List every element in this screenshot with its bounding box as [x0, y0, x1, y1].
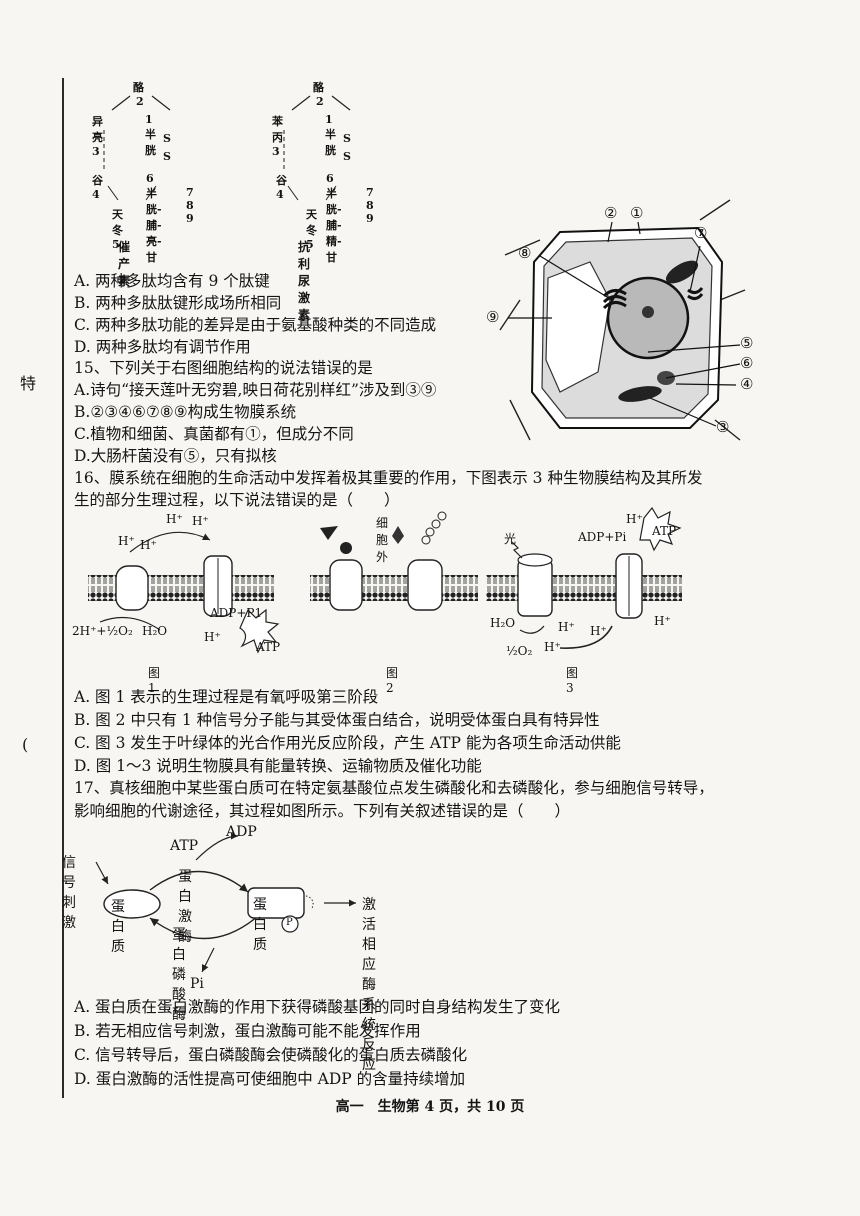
q14-option-b: B. 两种多肽肽键形成场所相同 [74, 294, 282, 312]
q16-stem-line2: 生的部分生理过程，以下说法错误的是（ ） [74, 491, 400, 509]
fig3-h-1: H⁺ [626, 512, 643, 526]
fig1-atp: ATP [256, 640, 281, 654]
fig1-reaction: 2H⁺+½O₂ [72, 624, 133, 638]
fig1-h-4: H⁺ [140, 538, 157, 552]
fig3-light: 光 [504, 532, 517, 546]
vaso-chain: 6半胱-脯-精-甘 [326, 172, 342, 264]
diagram-kinase: 蛋白激酶 [178, 869, 192, 945]
diagram-adp: ADP [226, 824, 257, 840]
q15-option-c: C.植物和细菌、真菌都有①，但成分不同 [74, 425, 354, 443]
margin-char-mid: ( [22, 735, 29, 754]
fig3-o2: ½O₂ [506, 644, 533, 658]
oxy-cys1: 1半胱 [145, 113, 156, 157]
vaso-glu4: 谷4 [276, 174, 287, 201]
phosphorylation-arrows [95, 832, 356, 973]
diagram-atp: ATP [170, 838, 199, 854]
fig1-h-2: H⁺ [192, 514, 209, 528]
cell-label-4: ④ [740, 375, 754, 393]
cell-label-5: ⑤ [740, 334, 754, 352]
margin-rule [62, 78, 64, 1098]
diagram-phosphatase: 蛋白磷酸酶 [172, 927, 186, 1023]
fig2-outside: 细胞外 [376, 516, 389, 564]
q15-option-d: D.大肠杆菌没有⑤，只有拟核 [74, 447, 277, 465]
fig1-adp: ADP+P1 [210, 606, 263, 620]
q14-option-d: D. 两种多肽均有调节作用 [74, 338, 251, 356]
q14-option-a: A. 两种多肽均含有 9 个肽键 [74, 272, 270, 290]
q16-option-a: A. 图 1 表示的生理过程是有氧呼吸第三阶段 [74, 688, 379, 706]
q15-option-a: A.诗句“接天莲叶无穷碧,映日荷花别样红”涉及到③⑨ [74, 381, 437, 399]
cell-label-9: ⑨ [486, 308, 500, 326]
vaso-cys1: 1半胱 [325, 113, 336, 157]
fig1-h2o: H₂O [142, 624, 168, 638]
vaso-s2: S [343, 150, 351, 163]
fig3-atp: ATP [652, 524, 677, 538]
vaso-pos2: 2 [316, 95, 324, 108]
fig3-h-5: H⁺ [544, 640, 561, 654]
q17-option-a: A. 蛋白质在蛋白激酶的作用下获得磷酸基团的同时自身结构发生了变化 [74, 998, 561, 1016]
vaso-nums: 7 8 9 [366, 186, 374, 225]
q15-stem: 15、下列关于右图细胞结构的说法错误的是 [74, 359, 373, 377]
cell-label-1: ① [630, 204, 644, 222]
oxytocin-bonds [103, 95, 171, 201]
margin-char-top: 特 [20, 374, 37, 393]
fig3-h-3: H⁺ [590, 624, 607, 638]
oxy-asp5: 天冬5 [112, 208, 123, 251]
diagram-result: 激活相应酶系统反应 [362, 897, 376, 1073]
cell-label-8: ⑧ [518, 244, 532, 262]
vaso-asp5: 天冬5 [306, 208, 317, 251]
vaso-phe3: 苯丙3 [272, 115, 283, 158]
diagram-pi: Pi [190, 976, 204, 992]
page-footer: 高一 生物第 4 页，共 10 页 [335, 1099, 525, 1115]
oxy-nums: 7 8 9 [186, 186, 194, 225]
q15-option-b: B.②③④⑥⑦⑧⑨构成生物膜系统 [74, 403, 297, 421]
oxy-pos2: 2 [136, 95, 144, 108]
diagram-protein-right: 蛋白质 [253, 897, 267, 953]
fig1-h-1: H⁺ [166, 512, 183, 526]
q17-option-c: C. 信号转导后，蛋白磷酸酶会使磷酸化的蛋白质去磷酸化 [74, 1046, 468, 1064]
q16-option-b: B. 图 2 中只有 1 种信号分子能与其受体蛋白结合，说明受体蛋白具有特异性 [74, 711, 600, 729]
cell-label-6: ⑥ [740, 354, 754, 372]
fig1-caption: 图1 [148, 666, 161, 695]
oxytocin-caption: 催产素 [118, 240, 131, 288]
cell-label-3: ③ [716, 418, 730, 436]
oxy-tyr: 酪 [133, 81, 144, 94]
fig3-caption: 图3 [566, 666, 579, 695]
vaso-s1: S [343, 132, 351, 145]
vaso-tyr: 酪 [313, 81, 324, 94]
q16-option-c: C. 图 3 发生于叶绿体的光合作用光反应阶段，产生 ATP 能为各项生命活动供… [74, 734, 621, 752]
cell-label-7: ⑦ [694, 224, 708, 242]
oxy-chain: 6半胱-脯-亮-甘 [146, 172, 162, 264]
fig3-adp: ADP+Pi [578, 530, 627, 544]
vasopressin-bonds [283, 95, 351, 201]
cell-label-2: ② [604, 204, 618, 222]
diagram-signal: 信号刺激 [62, 855, 76, 931]
plant-cell-drawing [499, 199, 746, 441]
q17-stem-line2: 影响细胞的代谢途径，其过程如图所示。下列有关叙述错误的是（ ） [74, 802, 571, 820]
membrane-drawing [88, 506, 682, 654]
oxy-ile3: 异亮3 [92, 115, 103, 158]
diagram-protein-left: 蛋白质 [111, 899, 125, 955]
q14-option-c: C. 两种多肽功能的差异是由于氨基酸种类的不同造成 [74, 316, 437, 334]
oxy-s1: S [163, 132, 171, 145]
vasopressin-caption: 抗利尿激素 [298, 240, 311, 322]
fig2-caption: 图2 [386, 666, 399, 695]
q17-stem-line1: 17、真核细胞中某些蛋白质可在特定氨基酸位点发生磷酸化和去磷酸化，参与细胞信号转… [74, 779, 714, 797]
fig3-h2o: H₂O [490, 616, 516, 630]
q16-option-d: D. 图 1～3 说明生物膜具有能量转换、运输物质及催化功能 [74, 757, 482, 775]
fig3-h-4: H⁺ [654, 614, 671, 628]
q16-stem-line1: 16、膜系统在细胞的生命活动中发挥着极其重要的作用，下图表示 3 种生物膜结构及… [74, 469, 703, 487]
fig1-h-5: H⁺ [204, 630, 221, 644]
q17-option-d: D. 蛋白激酶的活性提高可使细胞中 ADP 的含量持续增加 [74, 1070, 466, 1088]
diagram-phosphate: P [286, 917, 293, 928]
fig1-h-3: H⁺ [118, 534, 135, 548]
fig3-h-2: H⁺ [558, 620, 575, 634]
oxy-s2: S [163, 150, 171, 163]
q17-option-b: B. 若无相应信号刺激，蛋白激酶可能不能发挥作用 [74, 1022, 421, 1040]
oxy-glu4: 谷4 [92, 174, 103, 201]
